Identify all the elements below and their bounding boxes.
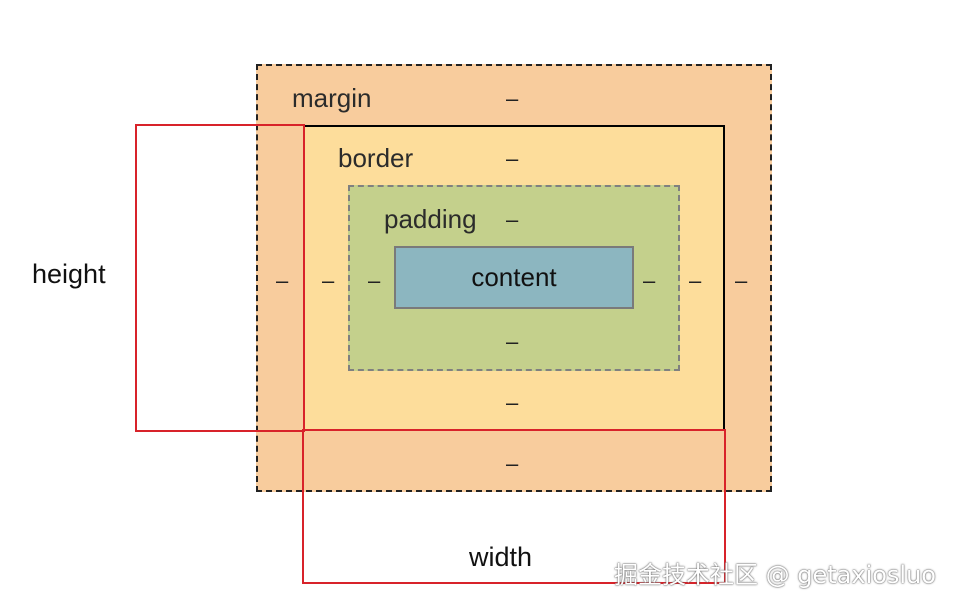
border-top-value: – — [506, 146, 519, 171]
height-label: height — [32, 259, 106, 289]
margin-right-value: – — [735, 268, 748, 293]
border-left-value: – — [322, 268, 335, 293]
padding-left-value: – — [368, 268, 381, 293]
margin-top-value: – — [506, 86, 519, 111]
margin-label: margin — [292, 83, 372, 113]
border-bottom-value: – — [506, 390, 519, 415]
padding-bottom-value: – — [506, 329, 519, 354]
watermark: 掘金技术社区 @ getaxiosluo — [614, 561, 936, 589]
content-box: content — [394, 246, 634, 309]
padding-top-value: – — [506, 207, 519, 232]
padding-label: padding — [384, 204, 477, 234]
border-right-value: – — [689, 268, 702, 293]
margin-left-value: – — [276, 268, 289, 293]
width-label: width — [469, 542, 533, 572]
padding-right-value: – — [643, 268, 656, 293]
border-label: border — [338, 143, 414, 173]
width-indicator — [302, 429, 726, 584]
margin-bottom-value: – — [506, 451, 519, 476]
height-indicator — [135, 124, 305, 432]
content-label: content — [471, 262, 557, 292]
